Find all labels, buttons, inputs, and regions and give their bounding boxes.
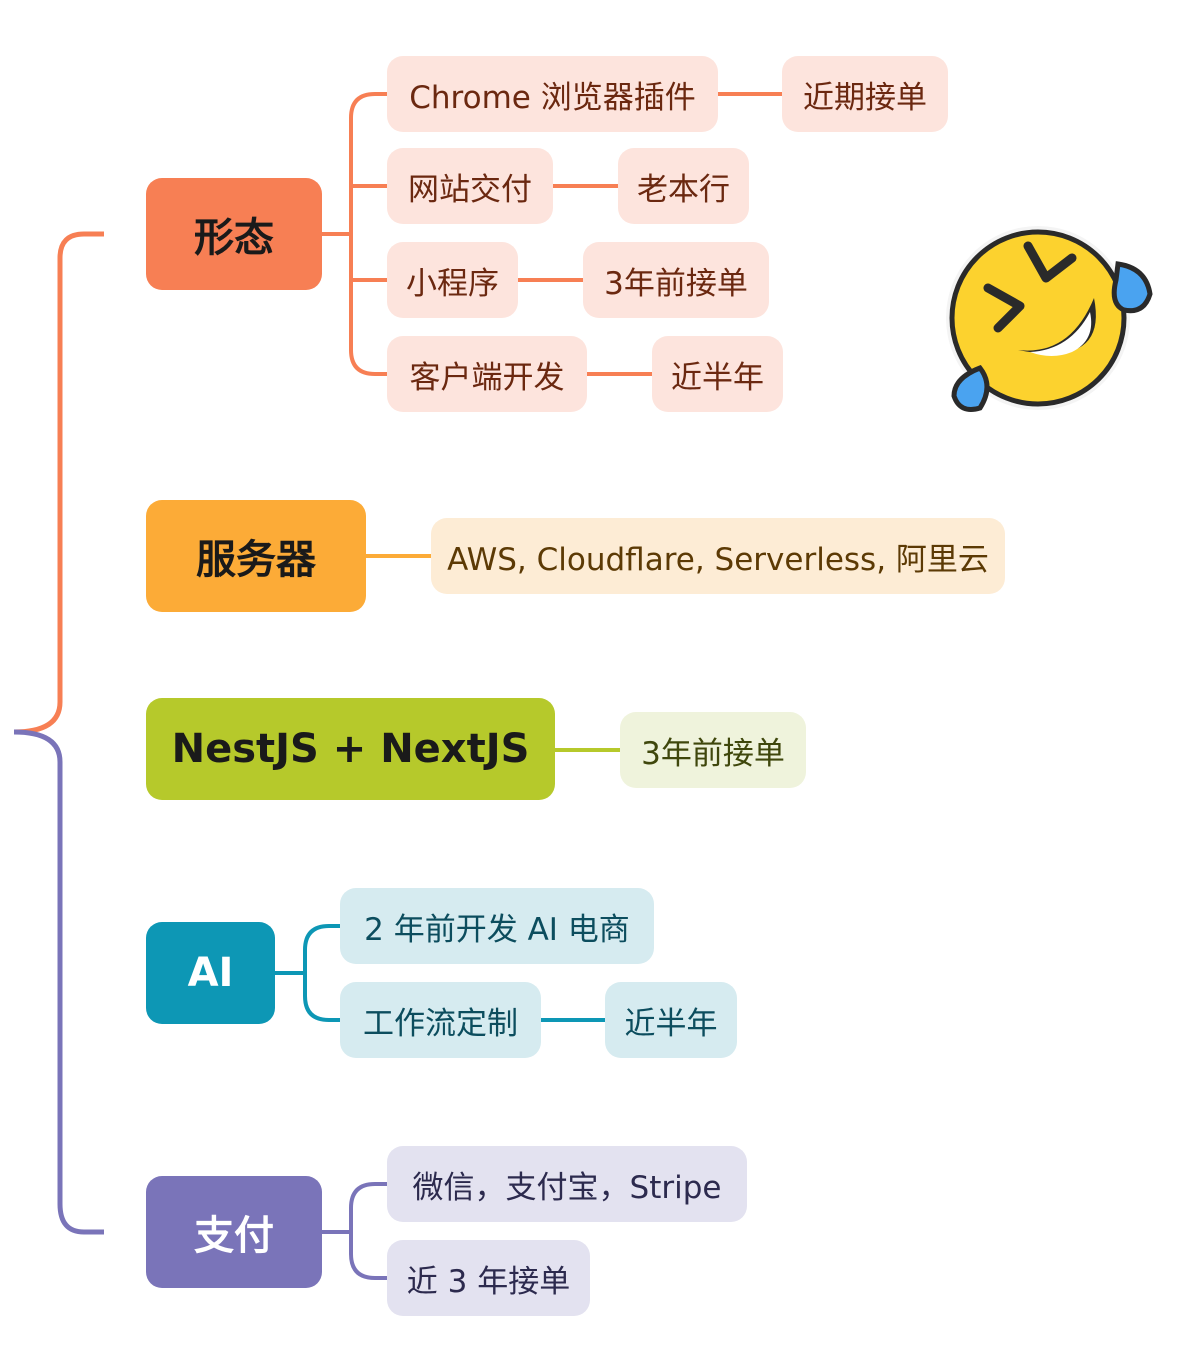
leaf-note: 近半年 xyxy=(624,1005,718,1042)
leaf-client-note[interactable]: 近半年 xyxy=(652,336,783,412)
branch-form-label: 形态 xyxy=(194,215,274,261)
leaf-payment-note[interactable]: 近 3 年接单 xyxy=(387,1240,590,1316)
leaf-label: 3年前接单 xyxy=(641,735,785,772)
leaf-workflow-custom[interactable]: 工作流定制 xyxy=(340,982,541,1058)
branch-stack-label: NestJS + NextJS xyxy=(171,726,530,772)
leaf-note: 老本行 xyxy=(637,171,730,208)
branch-ai-label: AI xyxy=(187,950,234,996)
leaf-payment-methods[interactable]: 微信，支付宝，Stripe xyxy=(387,1146,747,1222)
form-note-connectors xyxy=(518,92,782,376)
leaf-workflow-note[interactable]: 近半年 xyxy=(605,982,737,1058)
leaf-mini-program[interactable]: 小程序 xyxy=(387,242,518,318)
leaf-label: 微信，支付宝，Stripe xyxy=(412,1169,722,1206)
leaf-ai-ecommerce[interactable]: 2 年前开发 AI 电商 xyxy=(340,888,654,964)
rolling-on-floor-laughing-emoji-icon xyxy=(946,226,1153,412)
form-connector xyxy=(322,92,387,376)
leaf-website-note[interactable]: 老本行 xyxy=(618,148,749,224)
leaf-chrome-extension[interactable]: Chrome 浏览器插件 xyxy=(387,56,718,132)
branch-payment[interactable]: 支付 xyxy=(146,1176,322,1288)
leaf-label: 工作流定制 xyxy=(363,1005,518,1042)
leaf-label: 网站交付 xyxy=(408,171,532,208)
leaf-label: 小程序 xyxy=(406,265,499,302)
leaf-label: 2 年前开发 AI 电商 xyxy=(364,911,630,948)
leaf-label: 客户端开发 xyxy=(409,359,565,396)
leaf-label: AWS, Cloudflare, Serverless, 阿里云 xyxy=(447,541,989,578)
leaf-cloud-providers[interactable]: AWS, Cloudflare, Serverless, 阿里云 xyxy=(431,518,1005,594)
leaf-stack-note[interactable]: 3年前接单 xyxy=(620,712,806,788)
root-brace-lower xyxy=(13,729,104,1235)
branch-payment-label: 支付 xyxy=(194,1213,274,1259)
root-brace-upper xyxy=(13,231,104,735)
leaf-label: Chrome 浏览器插件 xyxy=(409,79,696,116)
leaf-note: 近期接单 xyxy=(803,79,927,116)
branch-server-label: 服务器 xyxy=(196,537,316,583)
ai-connector xyxy=(275,924,605,1022)
branch-stack[interactable]: NestJS + NextJS xyxy=(146,698,555,800)
branch-form[interactable]: 形态 xyxy=(146,178,322,290)
leaf-mini-program-note[interactable]: 3年前接单 xyxy=(583,242,769,318)
branch-ai[interactable]: AI xyxy=(146,922,275,1024)
leaf-chrome-note[interactable]: 近期接单 xyxy=(782,56,948,132)
branch-server[interactable]: 服务器 xyxy=(146,500,366,612)
leaf-note: 3年前接单 xyxy=(604,265,748,302)
leaf-client-development[interactable]: 客户端开发 xyxy=(387,336,587,412)
leaf-label: 近 3 年接单 xyxy=(406,1263,571,1300)
leaf-website-delivery[interactable]: 网站交付 xyxy=(387,148,553,224)
payment-connector xyxy=(322,1182,387,1280)
leaf-note: 近半年 xyxy=(671,359,764,396)
